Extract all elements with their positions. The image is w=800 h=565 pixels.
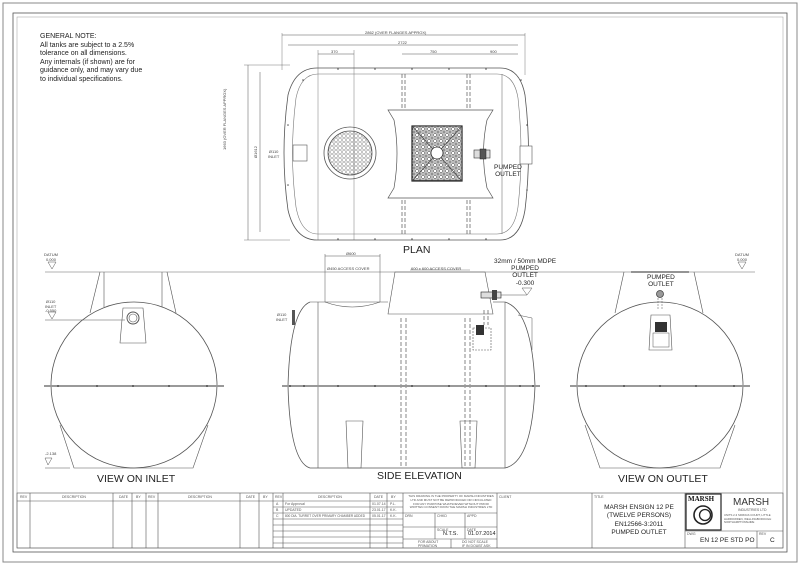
company-address: UNITS 2-3 SIDINGS COURT, LITTLE HARROWDE… [724, 513, 772, 524]
rev-header: REV [275, 495, 283, 499]
description-header: DESCRIPTION [62, 495, 86, 499]
status-label: FOR ABOUT [418, 540, 439, 544]
outlet-datum-label: DATUM 0.000 [735, 252, 749, 262]
inlet-level-label: Ø110 INLET -0.550 [45, 299, 57, 313]
cover-left-label: Ø450 ACCESS COVER [327, 266, 370, 271]
status-value: PRIMATION [418, 544, 438, 548]
side-elevation [282, 254, 540, 469]
side-elevation-title: SIDE ELEVATION [377, 470, 462, 482]
scale-value: N.T.S. [443, 531, 458, 537]
drn-label: DRN [405, 514, 413, 518]
cover-right-label: 600 x 600 ACCESS COVER [411, 266, 462, 271]
chkd-label: CHKD [437, 514, 447, 518]
side-inlet-label: Ø110 INLET [276, 312, 288, 322]
date-header: DATE [119, 495, 129, 499]
drawing-number: EN 12 PE STD PO [700, 537, 755, 544]
general-note-line: All tanks are subject to a 2.5% [40, 41, 135, 49]
client-label: CLIENT [499, 495, 512, 499]
dim-height-overall: 1663 (OVER FLANGES APPROX) [222, 88, 227, 150]
revision-rev: A [276, 502, 279, 506]
rev-value: C [770, 537, 775, 544]
plan-title: PLAN [403, 244, 431, 256]
revision-by: K.K. [390, 508, 397, 512]
company-sub: INDUSTRIES LTD [738, 508, 767, 512]
title-block-lines [16, 492, 784, 549]
by-header: BY [263, 495, 268, 499]
date-label: DATE [467, 528, 477, 532]
date-header: DATE [374, 495, 384, 499]
property-notice: THIS DRAWING IS THE PROPERTY OF MARSH IN… [408, 494, 494, 510]
rev-header: REV [20, 495, 28, 499]
inlet-datum-label: DATUM 0.000 [44, 252, 58, 262]
dim-diameter: Ø1612 [253, 145, 258, 158]
view-on-inlet [44, 261, 224, 469]
view-on-outlet-title: VIEW ON OUTLET [618, 473, 708, 485]
invert-level-label: -2.138 [45, 451, 57, 456]
dim-inlet-offset: 370 [331, 49, 338, 54]
description-header: DESCRIPTION [188, 495, 212, 499]
do-not-scale: DO NOT SCALE [462, 540, 488, 544]
rev-label: REV [759, 532, 767, 536]
revision-description: For Approval [285, 502, 305, 506]
revision-by: P.L. [390, 502, 396, 506]
revision-by: K.K. [390, 514, 397, 518]
plan-view [244, 33, 533, 241]
revision-rev: B [276, 508, 279, 512]
revision-description: 800 DIA. TURRET OVER PRIMARY CHAMBER ADD… [285, 514, 366, 518]
dwg-label: DWG [687, 532, 696, 536]
dim-overall: 2862 (OVER FLANGES APPROX) [365, 30, 427, 35]
general-note-line: tolerance on all dimensions. [40, 50, 127, 58]
company-name: MARSH [733, 497, 770, 508]
general-note-heading: GENERAL NOTE: [40, 33, 97, 40]
title-label: TITLE [594, 495, 604, 499]
revision-description: UPDATED [285, 508, 302, 512]
revision-date: 01.07.14 [372, 502, 386, 506]
dim-600: Ø600 [346, 251, 356, 256]
dim-length: 2722 [398, 40, 407, 45]
revision-date: 23.01.17 [372, 508, 386, 512]
general-note-line: to individual specifications. [40, 75, 123, 83]
plan-inlet-label: Ø110 INLET [268, 149, 280, 159]
marsh-logo: MARSH [688, 495, 715, 503]
general-note-line: Any internals (if shown) are for [40, 58, 135, 66]
if-in-doubt: IF IN DOUBT ASK [462, 544, 491, 548]
drawing-title: MARSH ENSIGN 12 PE (TWELVE PERSONS) EN12… [604, 504, 674, 537]
dim-mid: 750 [430, 49, 437, 54]
plan-outlet-label: PUMPED OUTLET [494, 164, 522, 178]
rev-header: REV [148, 495, 156, 499]
view-on-inlet-title: VIEW ON INLET [97, 473, 176, 485]
outlet-view-label: PUMPED OUTLET [647, 274, 675, 288]
general-note-line: guidance only, and may vary due [40, 67, 143, 75]
pumped-outlet-label: 32mm / 50mm MDPE PUMPED OUTLET -0.300 [494, 258, 557, 287]
by-header: BY [136, 495, 141, 499]
appd-label: APPD [467, 514, 477, 518]
view-on-outlet [570, 261, 750, 469]
scale-label: SCALE [437, 528, 449, 532]
date-value: 01.07.2014 [468, 531, 496, 537]
by-header: BY [391, 495, 396, 499]
date-header: DATE [246, 495, 256, 499]
general-note: GENERAL NOTE: All tanks are subject to a… [40, 33, 142, 85]
revision-rev: C [276, 514, 279, 518]
description-header: DESCRIPTION [318, 495, 342, 499]
revision-date: 05.01.17 [372, 514, 386, 518]
dim-outlet-offset: 900 [490, 49, 497, 54]
